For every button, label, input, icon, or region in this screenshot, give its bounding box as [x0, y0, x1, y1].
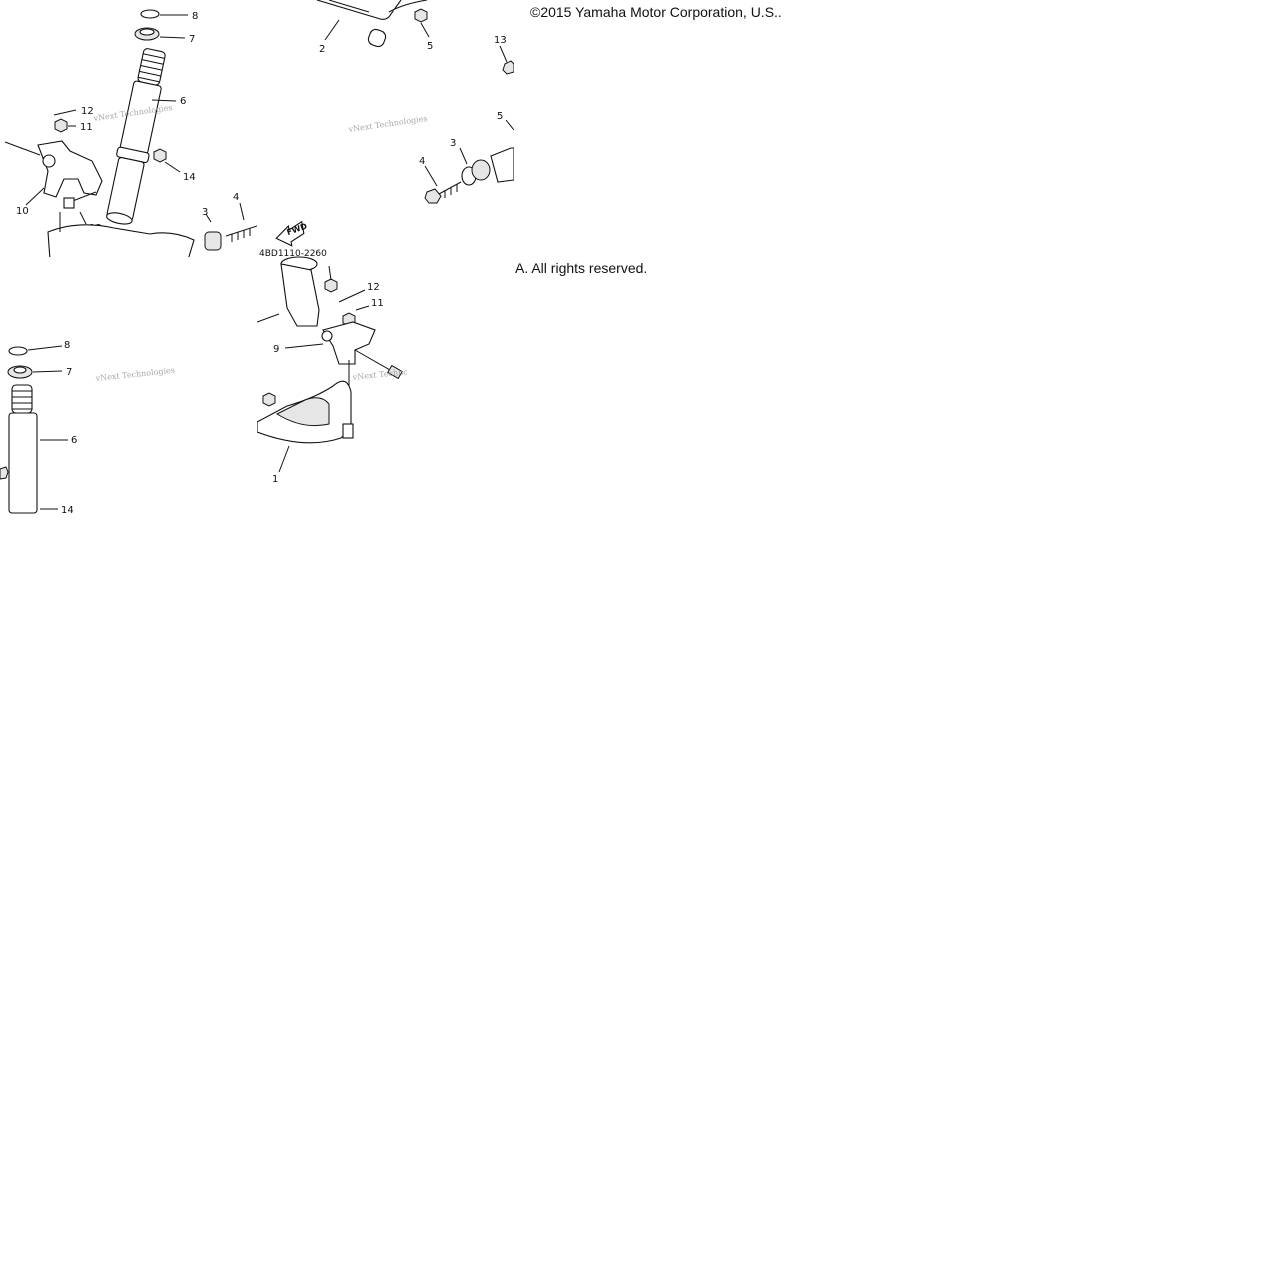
fwd-arrow-icon: FWD	[275, 220, 309, 247]
watermark-b: vNext Technologies	[347, 114, 428, 134]
callout-1: 1	[272, 474, 278, 485]
diagram-tile-shock-detail: 8 7 6 14 vNext Technologies	[0, 257, 257, 514]
callout-6: 6	[180, 96, 186, 107]
copyright-line-2: A. All rights reserved.	[515, 260, 648, 276]
callout-10: 10	[16, 206, 29, 217]
callout-4: 4	[233, 192, 239, 203]
callout-11: 11	[80, 122, 93, 133]
watermark-d: vNext Technologies	[351, 365, 407, 382]
callout-12d: 12	[367, 282, 380, 293]
callout-6c: 6	[71, 435, 77, 446]
callout-3: 3	[202, 207, 208, 218]
diagram-code: 4BD1110-2260	[259, 249, 327, 259]
watermark-c: vNext Technologies	[94, 366, 175, 383]
diagram-tile-shock-assembly: 8 7 6 12 11 10 14	[0, 0, 257, 257]
callout-3b: 3	[450, 138, 456, 149]
knuckle-drawing: FWD 4BD1110-2260 12 11 9 1 vNext Technol…	[257, 220, 407, 485]
callout-8: 8	[192, 11, 198, 22]
diagram-tile-knuckle: FWD 4BD1110-2260 12 11 9 1 vNext Technol…	[257, 210, 407, 514]
callout-7: 7	[189, 34, 195, 45]
callout-11d: 11	[371, 298, 384, 309]
callout-9: 9	[273, 344, 279, 355]
upper-arm-drawing: 2 5 13 5 3 4 vNext Technologies	[316, 0, 514, 204]
callout-4b: 4	[419, 156, 425, 167]
callout-2: 2	[319, 44, 325, 55]
callout-13b: 13	[494, 35, 507, 46]
shock-assembly-drawing: 8 7 6 12 11 10 14	[4, 9, 257, 257]
callout-14c: 14	[61, 505, 74, 514]
callout-7c: 7	[66, 367, 72, 378]
callout-8c: 8	[64, 340, 70, 351]
copyright-line-1: ©2015 Yamaha Motor Corporation, U.S..	[530, 4, 782, 20]
shock-detail-drawing: 8 7 6 14 vNext Technologies	[0, 340, 175, 514]
callout-14: 14	[183, 172, 196, 183]
callout-5b: 5	[497, 111, 503, 122]
callout-12: 12	[81, 106, 94, 117]
callout-5: 5	[427, 41, 433, 52]
